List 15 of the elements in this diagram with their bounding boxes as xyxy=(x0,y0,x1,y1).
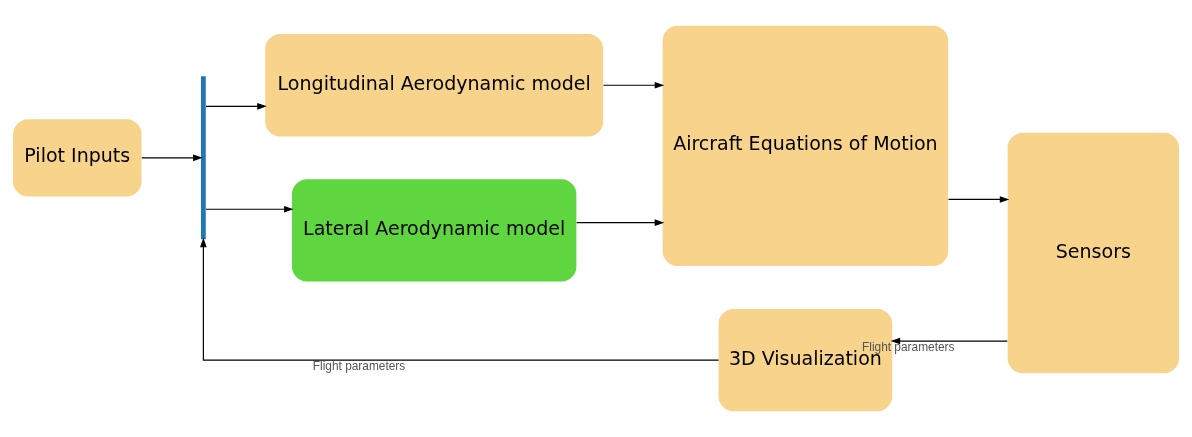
node-bar xyxy=(201,76,206,240)
node-box: Aircraft Equations of Motion xyxy=(662,25,949,267)
arrow xyxy=(205,103,267,110)
edge-label: Flight parameters xyxy=(312,358,406,373)
node-box: Longitudinal Aerodynamic model xyxy=(265,34,604,137)
node-box: Sensors xyxy=(1007,132,1179,374)
arrow xyxy=(200,237,720,361)
arrow xyxy=(890,337,1008,345)
node-box: Lateral Aerodynamic model xyxy=(292,179,577,282)
node-box: Pilot Inputs xyxy=(13,119,142,197)
arrow xyxy=(947,196,1010,203)
arrow xyxy=(576,219,665,226)
arrow xyxy=(141,154,203,162)
arrow xyxy=(205,205,294,213)
arrow xyxy=(602,81,665,89)
